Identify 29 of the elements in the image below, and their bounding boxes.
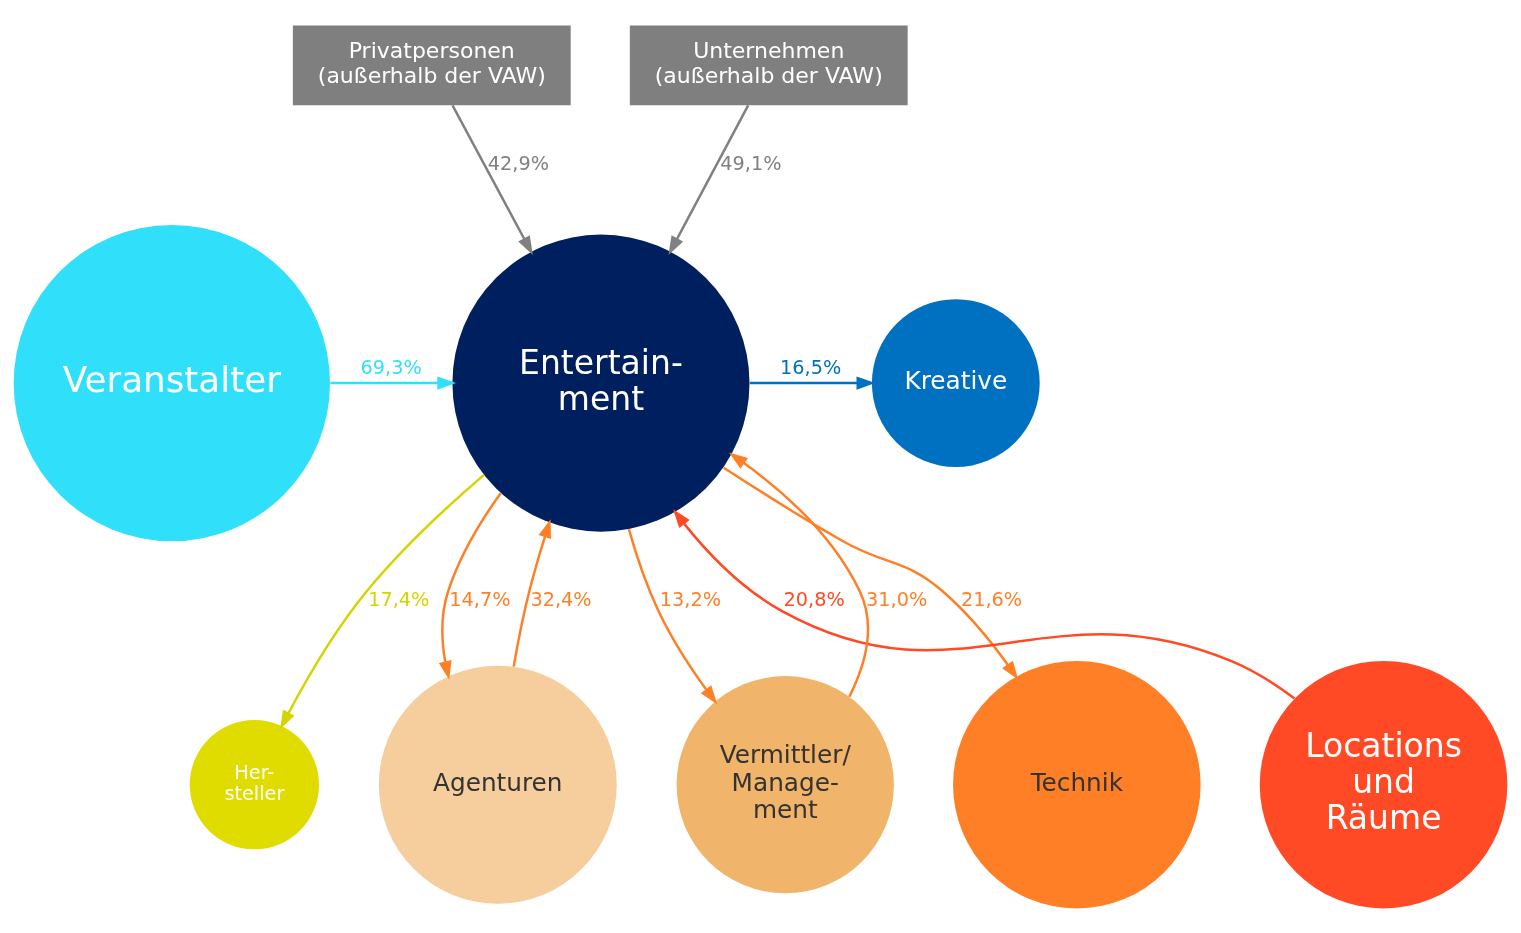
- arrow: [451, 104, 533, 255]
- edge-label: 16,5%: [780, 355, 842, 379]
- edge-label: 14,7%: [449, 587, 511, 611]
- node-box: Unternehmen (außerhalb der VAW): [629, 25, 908, 105]
- node-circle: Veranstalter: [13, 224, 330, 541]
- edge-label: 31,0%: [866, 587, 928, 611]
- edge-label: 32,4%: [530, 587, 592, 611]
- node-circle: Locations und Räume: [1259, 660, 1508, 908]
- arrow: [723, 466, 1019, 680]
- edge-label: 69,3%: [360, 355, 422, 379]
- node-circle: Kreative: [871, 298, 1040, 467]
- node-circle: Vermittler/ Manage- ment: [676, 675, 894, 893]
- edge-label: 20,8%: [783, 587, 845, 611]
- node-circle: Her- steller: [189, 719, 319, 849]
- arrow: [728, 452, 870, 697]
- arrow: [438, 492, 502, 680]
- arrow: [512, 518, 552, 667]
- edge-label: 42,9%: [487, 151, 550, 175]
- node-circle: Agenturen: [378, 665, 617, 904]
- arrow: [627, 528, 718, 704]
- node-box: Privatpersonen (außerhalb der VAW): [292, 25, 571, 105]
- arrow: [280, 473, 485, 729]
- arrow: [673, 508, 1296, 699]
- arrow: [330, 376, 457, 390]
- edge-label: 49,1%: [720, 151, 782, 175]
- arrow: [668, 104, 750, 255]
- edge-label: 13,2%: [659, 587, 721, 611]
- edge-label: 17,4%: [368, 587, 430, 611]
- edge-label: 21,6%: [960, 587, 1023, 611]
